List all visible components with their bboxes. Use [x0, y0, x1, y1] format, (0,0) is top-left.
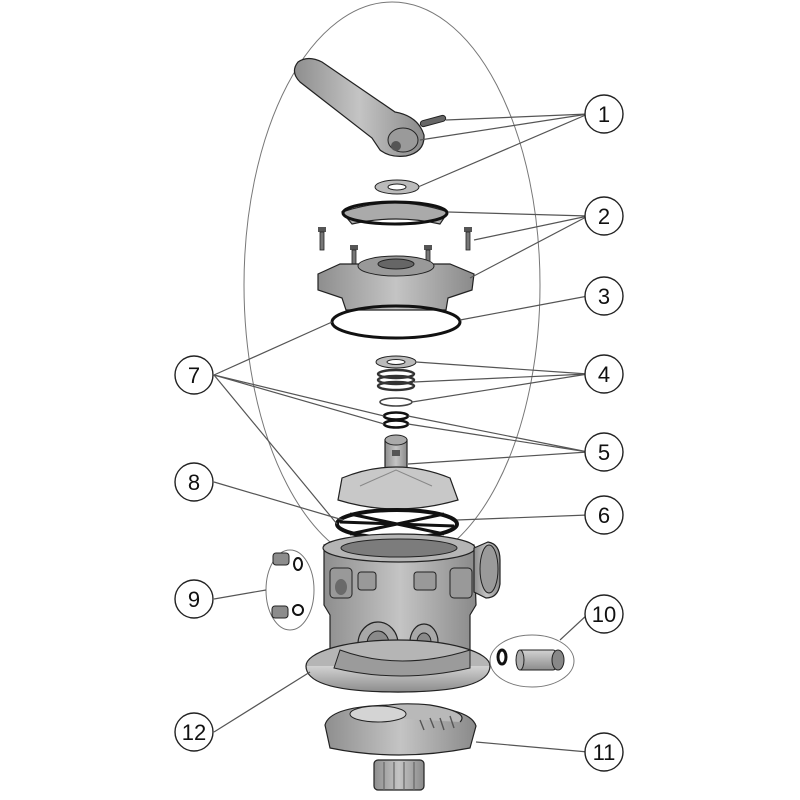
- svg-text:7: 7: [188, 363, 200, 388]
- spring-washer: [375, 355, 417, 369]
- shaft-o-rings: [382, 411, 410, 429]
- svg-text:8: 8: [188, 470, 200, 495]
- svg-text:9: 9: [188, 587, 200, 612]
- callout-8: 8: [174, 462, 214, 502]
- screw: [318, 227, 326, 251]
- cover-plate: [340, 200, 449, 226]
- drain-cap: [272, 552, 303, 571]
- union-fitting: [515, 649, 565, 671]
- drain-cap: [271, 604, 304, 619]
- lateral-basket: [324, 703, 477, 791]
- cover-screws: [318, 227, 472, 269]
- valve-body: [305, 533, 501, 693]
- callout-2: 2: [584, 196, 624, 236]
- rotor-disc: [337, 434, 459, 510]
- svg-text:1: 1: [598, 102, 610, 127]
- callout-9: 9: [174, 579, 214, 619]
- callout-5: 5: [584, 432, 624, 472]
- svg-text:10: 10: [592, 602, 616, 627]
- cover-o-ring: [330, 304, 462, 340]
- svg-text:6: 6: [598, 503, 610, 528]
- svg-text:11: 11: [593, 740, 616, 765]
- svg-text:3: 3: [598, 284, 610, 309]
- callout-6: 6: [584, 495, 624, 535]
- screw: [464, 227, 472, 251]
- callout-4: 4: [584, 354, 624, 394]
- svg-text:12: 12: [182, 720, 206, 745]
- spring-ring: [379, 397, 413, 407]
- svg-text:2: 2: [598, 204, 610, 229]
- handle-pin: [419, 114, 447, 128]
- handle-lever: [293, 57, 425, 157]
- drain-caps-group: [265, 549, 315, 631]
- callout-3: 3: [584, 276, 624, 316]
- callout-10: 10: [584, 594, 624, 634]
- callout-1: 1: [584, 94, 624, 134]
- callout-11: 11: [584, 732, 624, 772]
- callout-12: 12: [174, 712, 214, 752]
- leader-lines: [213, 113, 589, 753]
- spring: [376, 368, 416, 392]
- svg-text:5: 5: [598, 440, 610, 465]
- callout-7: 7: [174, 355, 214, 395]
- union-fitting-group: [489, 634, 575, 688]
- svg-text:4: 4: [598, 362, 610, 387]
- handle-washer: [374, 179, 420, 195]
- valve-top-cover: [317, 255, 475, 311]
